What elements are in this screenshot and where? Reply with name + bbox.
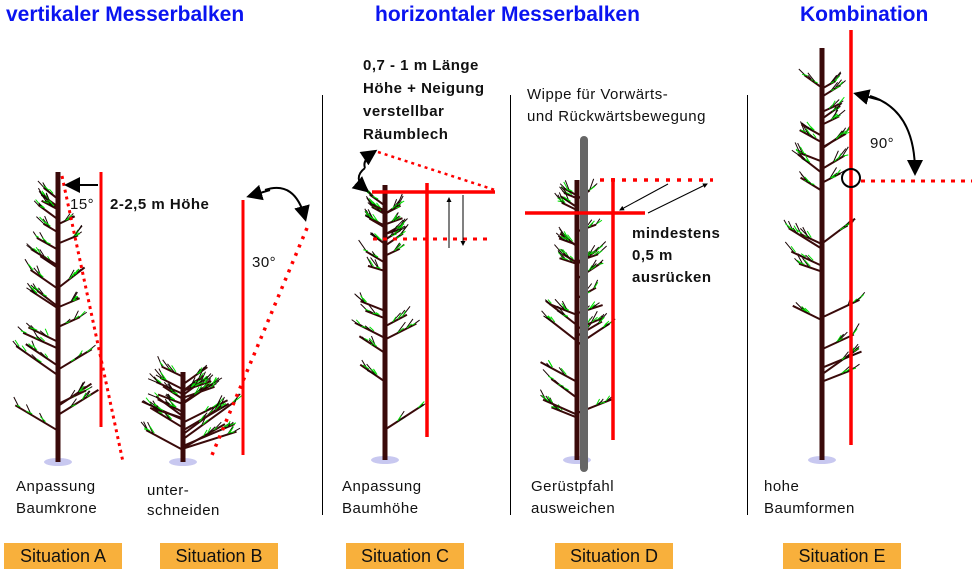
angle-label: 15° bbox=[70, 196, 95, 213]
caption: hohe bbox=[764, 478, 800, 495]
angle-label: 90° bbox=[870, 135, 895, 152]
arrow-forward-icon bbox=[647, 183, 708, 214]
scene-d-blade bbox=[525, 136, 713, 472]
divider bbox=[322, 95, 323, 515]
title-vertical: vertikaler Messerbalken bbox=[6, 3, 245, 26]
tilt-arrow-icon bbox=[351, 167, 370, 193]
caption: Baumformen bbox=[764, 500, 855, 517]
distance-label: ausrücken bbox=[632, 269, 712, 286]
height-label: 2-2,5 m Höhe bbox=[110, 196, 210, 213]
scene-a-blade bbox=[60, 172, 125, 463]
arrow-back-icon bbox=[619, 183, 669, 211]
scene-c-blade bbox=[351, 149, 496, 437]
caption: Baumkrone bbox=[16, 500, 98, 517]
situation-c-label: Situation C bbox=[346, 543, 464, 569]
caption: schneiden bbox=[147, 502, 220, 519]
scene-b-blade bbox=[210, 184, 310, 456]
scene-e-blade bbox=[841, 30, 972, 445]
caption: Baumhöhe bbox=[342, 500, 419, 517]
situation-d-label: Situation D bbox=[555, 543, 673, 569]
caption: Anpassung bbox=[16, 478, 96, 495]
situation-a-label: Situation A bbox=[4, 543, 122, 569]
title-horizontal: horizontaler Messerbalken bbox=[375, 3, 640, 26]
note: Räumblech bbox=[363, 126, 449, 143]
caption: Gerüstpfahl bbox=[531, 478, 615, 495]
note: Wippe für Vorwärts- bbox=[527, 86, 669, 103]
caption: unter- bbox=[147, 482, 190, 499]
divider bbox=[510, 95, 511, 515]
situation-b-label: Situation B bbox=[160, 543, 278, 569]
pivot-icon bbox=[841, 168, 861, 188]
situation-e-label: Situation E bbox=[783, 543, 901, 569]
distance-label: mindestens bbox=[632, 225, 721, 242]
caption: Anpassung bbox=[342, 478, 422, 495]
rotation-arrow-icon bbox=[264, 187, 310, 222]
title-combination: Kombination bbox=[800, 3, 929, 26]
distance-label: 0,5 m bbox=[632, 247, 673, 264]
note: Höhe + Neigung bbox=[363, 80, 485, 97]
note: verstellbar bbox=[363, 103, 445, 120]
angle-label: 30° bbox=[252, 254, 277, 271]
note: 0,7 - 1 m Länge bbox=[363, 57, 479, 74]
caption: ausweichen bbox=[531, 500, 616, 517]
note: und Rückwärtsbewegung bbox=[527, 108, 706, 125]
divider bbox=[747, 95, 748, 515]
